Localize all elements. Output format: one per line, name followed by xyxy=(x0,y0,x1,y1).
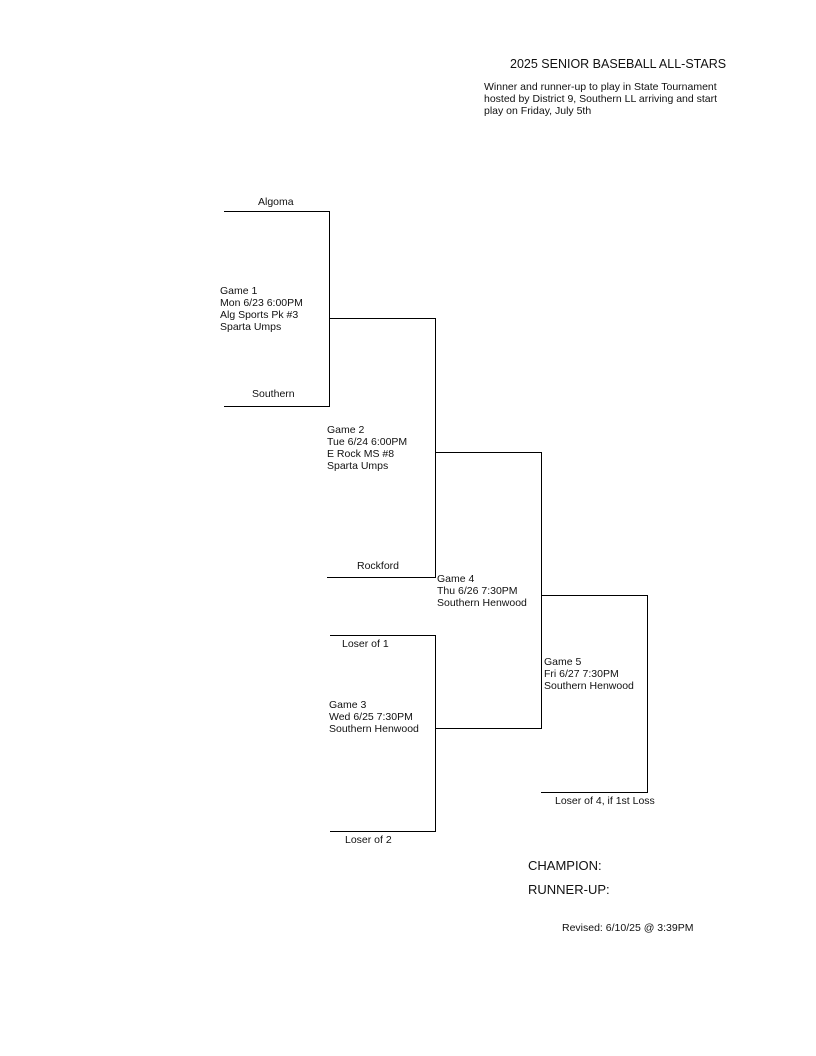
game-5-info: Game 5 Fri 6/27 7:30PM Southern Henwood xyxy=(544,656,634,692)
game-title: Game 3 xyxy=(329,699,367,711)
bracket-line-loser1 xyxy=(330,635,436,636)
bracket-line-loser4 xyxy=(541,792,648,793)
champion-label: CHAMPION: xyxy=(528,858,602,873)
team-southern: Southern xyxy=(252,388,295,400)
tournament-note-line: Winner and runner-up to play in State To… xyxy=(484,81,717,93)
tournament-note-line: play on Friday, July 5th xyxy=(484,105,592,117)
slot-loser-of-2: Loser of 2 xyxy=(345,834,392,846)
bracket-line-winner-game1 xyxy=(329,318,436,319)
revised-date: Revised: 6/10/25 @ 3:39PM xyxy=(562,922,694,934)
game-location: Southern Henwood xyxy=(329,723,419,735)
game-title: Game 5 xyxy=(544,656,582,668)
bracket-line-winner-game2 xyxy=(435,452,542,453)
game-umps: Sparta Umps xyxy=(220,321,282,333)
runner-up-label: RUNNER-UP: xyxy=(528,882,610,897)
game-4-info: Game 4 Thu 6/26 7:30PM Southern Henwood xyxy=(437,573,527,609)
bracket-connector-game3 xyxy=(435,635,436,832)
game-umps: Sparta Umps xyxy=(327,460,389,472)
game-date: Thu 6/26 7:30PM xyxy=(437,585,518,597)
game-location: E Rock MS #8 xyxy=(327,448,395,460)
game-title: Game 4 xyxy=(437,573,475,585)
page-title: 2025 SENIOR BASEBALL ALL-STARS xyxy=(510,57,727,71)
team-algoma: Algoma xyxy=(258,196,294,208)
game-3-info: Game 3 Wed 6/25 7:30PM Southern Henwood xyxy=(329,699,419,735)
game-date: Tue 6/24 6:00PM xyxy=(327,436,408,448)
slot-loser-of-1: Loser of 1 xyxy=(342,638,389,650)
tournament-note-line: hosted by District 9, Southern LL arrivi… xyxy=(484,93,718,105)
bracket-connector-game4 xyxy=(541,452,542,729)
bracket-line-loser2 xyxy=(330,831,436,832)
game-location: Southern Henwood xyxy=(544,680,634,692)
bracket-line-rockford xyxy=(327,577,436,578)
game-location: Alg Sports Pk #3 xyxy=(220,309,299,321)
slot-loser-of-4: Loser of 4, if 1st Loss xyxy=(555,795,655,807)
bracket-connector-game2 xyxy=(435,318,436,578)
game-title: Game 1 xyxy=(220,285,258,297)
game-location: Southern Henwood xyxy=(437,597,527,609)
game-title: Game 2 xyxy=(327,424,365,436)
game-date: Mon 6/23 6:00PM xyxy=(220,297,303,309)
bracket-line-southern xyxy=(224,406,330,407)
bracket-line-winner-game3 xyxy=(435,728,542,729)
bracket-connector-game1 xyxy=(329,211,330,407)
bracket-connector-game5 xyxy=(647,595,648,793)
game-2-info: Game 2 Tue 6/24 6:00PM E Rock MS #8 Spar… xyxy=(327,424,407,472)
bracket-line-algoma xyxy=(224,211,330,212)
game-date: Fri 6/27 7:30PM xyxy=(544,668,619,680)
game-date: Wed 6/25 7:30PM xyxy=(329,711,413,723)
game-1-info: Game 1 Mon 6/23 6:00PM Alg Sports Pk #3 … xyxy=(220,285,303,333)
bracket-line-winner-game4 xyxy=(541,595,648,596)
tournament-note: Winner and runner-up to play in State To… xyxy=(484,81,717,117)
team-rockford: Rockford xyxy=(357,560,400,572)
